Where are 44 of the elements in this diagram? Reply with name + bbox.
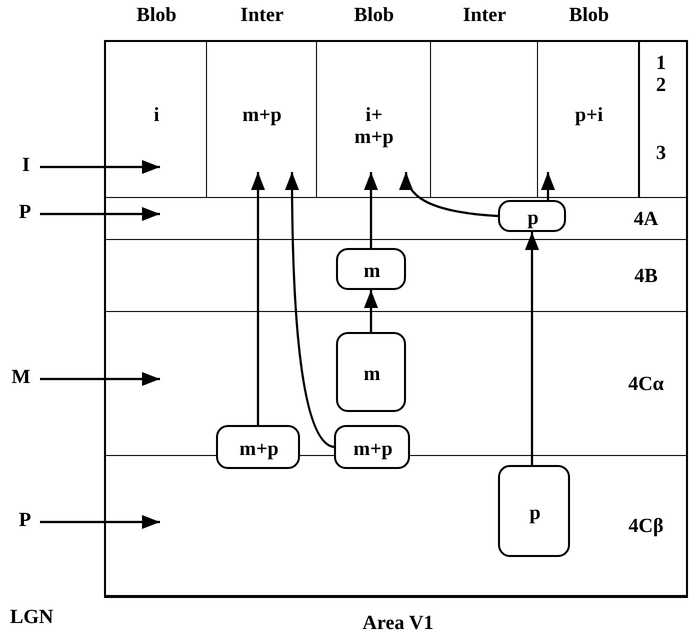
cell-label: i: [152, 104, 160, 126]
column-heading: Blob: [135, 4, 178, 26]
arrow: [364, 172, 378, 248]
area-label: Area V1: [362, 612, 434, 634]
column-heading: Blob: [352, 4, 396, 26]
arrow: [525, 232, 539, 465]
arrow: [251, 172, 265, 425]
arrow: [40, 372, 160, 386]
layer-band: [106, 198, 686, 240]
arrow: [40, 207, 160, 221]
layer-label: 4Cα: [627, 373, 665, 395]
cell-box: [336, 332, 406, 412]
cell-label: m+p: [238, 438, 280, 460]
cell-label: m: [362, 260, 382, 282]
arrow: [400, 172, 498, 218]
cell-label: p+i: [574, 104, 604, 126]
input-label: P: [18, 201, 32, 223]
arrow: [40, 160, 160, 174]
layer-number: 1 2: [655, 52, 667, 96]
cell-label: m+p: [241, 104, 283, 126]
cell-label: m+p: [352, 438, 394, 460]
column-heading: Inter: [239, 4, 285, 26]
input-label: M: [10, 366, 32, 388]
column-heading: Inter: [462, 4, 508, 26]
cell-box: [498, 200, 566, 232]
layer-label: 4B: [633, 265, 659, 287]
column-heading: Blob: [568, 4, 610, 26]
cell-box: [216, 425, 300, 469]
arrow: [541, 172, 555, 200]
arrow: [40, 515, 160, 529]
source-label: LGN: [10, 606, 54, 628]
cell-label: m: [362, 363, 382, 385]
cell-box: [336, 248, 406, 290]
arrow: [364, 290, 378, 332]
input-label: P: [18, 509, 32, 531]
cell-box: [334, 425, 410, 469]
cell-label: i+ m+p: [353, 104, 395, 148]
layer-label: 4Cβ: [628, 515, 664, 537]
layer-number: 3: [655, 142, 667, 164]
input-label: I: [21, 154, 31, 176]
cell-box: [498, 465, 570, 557]
cell-label: p: [526, 207, 540, 229]
layer-label: 4A: [632, 208, 660, 230]
cell-label: p: [528, 502, 542, 524]
